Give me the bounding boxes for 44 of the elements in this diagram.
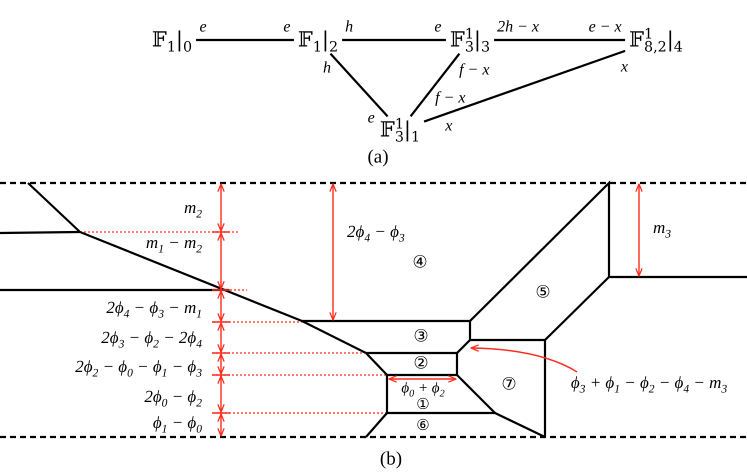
region-number: ② — [413, 354, 429, 374]
edge-end-label: e − x — [588, 17, 622, 37]
edge-end-label: e — [368, 108, 375, 128]
region-number: ⑤ — [535, 284, 551, 302]
connector-line — [330, 52, 388, 118]
region-number: ④ — [412, 254, 428, 272]
math-node-label: 𝔽$^{1}$$_{3}$|$_{1}$ — [376, 116, 424, 144]
dimension-label: 2ϕ$_{2}$ − ϕ$_{0}$ − ϕ$_{1}$ − ϕ$_{3}$ — [75, 356, 202, 378]
edge-end-label: f − x — [435, 88, 466, 108]
leader-arrow — [470, 344, 578, 373]
dimension-label: 2ϕ$_{4}$ − ϕ$_{3}$ − m$_{1}$ — [106, 296, 202, 320]
edge-end-label: e — [283, 17, 290, 37]
edge-end-label: x — [445, 116, 452, 136]
edge-end-label: 2h − x — [497, 17, 540, 37]
region-number: ① — [416, 397, 430, 413]
dimension-label: m$_{3}$ — [653, 216, 672, 240]
math-node-label: 𝔽$^{1}$$_{3}$|$_{3}$ — [446, 26, 494, 54]
edge-end-label: e — [434, 17, 442, 37]
connector-line — [410, 52, 460, 118]
edge-end-label: h — [322, 58, 331, 78]
dimension-label: ϕ$_{1}$ − ϕ$_{0}$ — [152, 412, 202, 434]
math-node-label: 𝔽$^{1}$$_{8,2}$|$_{4}$ — [625, 26, 687, 54]
connector-line — [342, 38, 446, 42]
region-number: ⑥ — [416, 418, 430, 434]
edge-end-label: x — [620, 57, 628, 77]
connector-line — [424, 50, 626, 123]
edge-end-label: h — [345, 17, 354, 37]
math-node-label: 𝔽$_{1}$|$_{2}$ — [294, 26, 342, 54]
subfigure-caption: (b) — [380, 448, 402, 472]
dimension-label: ϕ$_{0}$ + ϕ$_{2}$ — [401, 382, 445, 396]
subfigure-caption: (a) — [367, 146, 389, 170]
connector-line — [494, 38, 626, 42]
region-number: ③ — [413, 328, 429, 346]
edge-end-label: f − x — [459, 60, 490, 80]
connector-line — [196, 38, 294, 42]
formula-label: ϕ$_{3}$ + ϕ$_{1}$ − ϕ$_{2}$ − ϕ$_{4}$ − m$_{3}$ — [570, 372, 728, 394]
dimension-label: m$_{1}$ − m$_{2}$ — [146, 232, 202, 254]
dimension-label: 2ϕ$_{0}$ − ϕ$_{2}$ — [144, 386, 202, 408]
dimension-label: 2ϕ$_{4}$ − ϕ$_{3}$ — [347, 220, 405, 244]
dimension-label: m$_{2}$ — [184, 196, 202, 220]
dimension-label: 2ϕ$_{3}$ − ϕ$_{2}$ − 2ϕ$_{4}$ — [101, 326, 202, 350]
edge-end-label: e — [200, 17, 207, 37]
region-number: ⑦ — [501, 376, 517, 394]
math-node-label: 𝔽$_{1}$|$_{0}$ — [148, 26, 196, 54]
